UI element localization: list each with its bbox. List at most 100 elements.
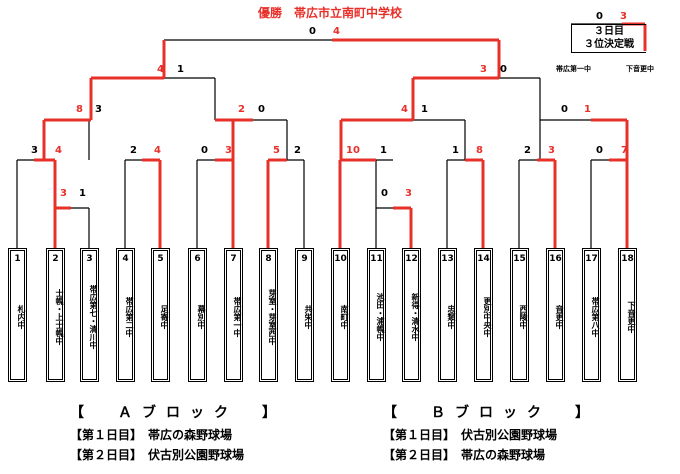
- score-r1-a-right: 4: [55, 145, 62, 156]
- score-r1-d-left: 5: [273, 145, 280, 156]
- score-r1-h-left: 0: [596, 145, 603, 156]
- score-r1-a-left: 3: [31, 145, 38, 156]
- team-number: 16: [549, 254, 562, 264]
- team-box: 3 帯広第七・清川中: [80, 248, 99, 382]
- team-name: 芽室・芽室西中: [268, 288, 277, 345]
- team-number: 9: [301, 254, 308, 264]
- team-name: 下音更中: [627, 300, 636, 333]
- score-r1-g-left: 2: [524, 145, 531, 156]
- score-r1-b-right: 4: [154, 145, 161, 156]
- team-name: 池田・浦幌中: [376, 292, 385, 341]
- team-box: 5 足寄中: [151, 248, 170, 382]
- team-name: 西陵中: [519, 304, 528, 329]
- score-pre-b-right: 3: [405, 188, 412, 199]
- score-r1-c-right: 3: [225, 145, 232, 156]
- block-a-day1: 【第１日目】 帯広の森野球場: [70, 428, 233, 442]
- team-number: 7: [230, 254, 237, 264]
- team-number: 8: [265, 254, 272, 264]
- team-number: 2: [52, 254, 59, 264]
- team-number: 3: [86, 254, 93, 264]
- score-qf-a2-right: 0: [258, 104, 265, 115]
- third-place-label: ３位決定戦: [584, 39, 634, 50]
- team-box: 12 新得・清水中: [402, 248, 421, 382]
- score-semi-a-right: 1: [177, 64, 184, 75]
- score-pre-a-left: 3: [60, 188, 67, 199]
- team-name: 札内中: [17, 304, 26, 329]
- team-name: 南町中: [340, 304, 349, 329]
- block-a-title: 【 Ａブロック 】: [70, 405, 286, 421]
- team-box: 17 帯広第八中: [582, 248, 601, 382]
- team-box: 7 帯広第一中: [224, 248, 243, 382]
- third-place-day: ３日目: [594, 26, 624, 37]
- team-box: 6 幕別中: [188, 248, 207, 382]
- team-box: 11 池田・浦幌中: [367, 248, 386, 382]
- team-number: 11: [370, 254, 383, 264]
- score-r1-c-left: 0: [201, 145, 208, 156]
- team-number: 15: [513, 254, 526, 264]
- third-place-team-left: 帯広第一中: [556, 65, 591, 73]
- team-name: 更別中央中: [483, 296, 492, 337]
- team-number: 6: [194, 254, 201, 264]
- team-box: 13 忠類中: [438, 248, 457, 382]
- score-pre-a-right: 1: [79, 188, 86, 199]
- team-number: 12: [405, 254, 418, 264]
- team-number: 10: [334, 254, 347, 264]
- team-box: 18 下音更中: [618, 248, 637, 382]
- block-b-day2: 【第２日目】 帯広の森野球場: [383, 448, 546, 462]
- team-name: 忠類中: [447, 304, 456, 329]
- team-number: 18: [621, 254, 634, 264]
- team-box: 10 南町中: [331, 248, 350, 382]
- team-box: 4 帯広第二中: [116, 248, 135, 382]
- team-number: 17: [585, 254, 598, 264]
- score-r1-h-right: 7: [621, 145, 628, 156]
- team-box: 15 西陵中: [510, 248, 529, 382]
- score-r1-e-right: 1: [380, 145, 387, 156]
- team-name: 足寄中: [160, 304, 169, 329]
- team-name: 幕別中: [197, 304, 206, 329]
- score-third-right: 3: [620, 11, 627, 22]
- score-third-left: 0: [596, 11, 603, 22]
- score-r1-g-right: 3: [548, 145, 555, 156]
- team-name: 帯広第八中: [591, 296, 600, 337]
- team-number: 5: [157, 254, 164, 264]
- score-semi-b-left: 3: [480, 64, 487, 75]
- third-place-box: ３日目 ３位決定戦: [571, 24, 646, 53]
- team-name: 帯広第二中: [125, 296, 134, 337]
- score-qf-b1-right: 1: [421, 104, 428, 115]
- score-qf-a1-right: 3: [95, 104, 102, 115]
- score-qf-a2-left: 2: [238, 104, 245, 115]
- score-r1-d-right: 2: [294, 145, 301, 156]
- team-name: 帯広第七・清川中: [89, 284, 98, 349]
- team-number: 13: [441, 254, 454, 264]
- team-box: 8 芽室・芽室西中: [259, 248, 278, 382]
- score-semi-b-right: 0: [500, 64, 507, 75]
- score-r1-f-right: 8: [476, 145, 483, 156]
- score-final-right: 4: [333, 26, 340, 37]
- team-box: 1 札内中: [8, 248, 27, 382]
- third-place-team-right: 下音更中: [626, 65, 654, 73]
- team-name: 帯広第一中: [233, 296, 242, 337]
- score-qf-b1-left: 4: [401, 104, 408, 115]
- score-r1-f-left: 1: [452, 145, 459, 156]
- team-number: 14: [477, 254, 490, 264]
- team-box: 14 更別中央中: [474, 248, 493, 382]
- score-qf-b2-right: 1: [584, 104, 591, 115]
- team-number: 4: [122, 254, 129, 264]
- team-number: 1: [14, 254, 21, 264]
- score-qf-b2-left: 0: [561, 104, 568, 115]
- block-b-title: 【 Ｂブロック 】: [383, 405, 599, 421]
- winner-label: 優勝 帯広市立南町中学校: [258, 6, 403, 20]
- score-qf-a1-left: 8: [76, 104, 83, 115]
- score-final-left: 0: [309, 26, 316, 37]
- team-name: 新得・清水中: [411, 292, 420, 341]
- score-r1-b-left: 2: [130, 145, 137, 156]
- team-box: 9 共栄中: [295, 248, 314, 382]
- team-box: 16 音更中: [546, 248, 565, 382]
- block-a-day2: 【第２日目】 伏古別公園野球場: [70, 448, 245, 462]
- team-name: 共栄中: [304, 304, 313, 329]
- score-semi-a-left: 4: [157, 64, 164, 75]
- block-b-day1: 【第１日目】 伏古別公園野球場: [383, 428, 558, 442]
- team-name: 音更中: [555, 304, 564, 329]
